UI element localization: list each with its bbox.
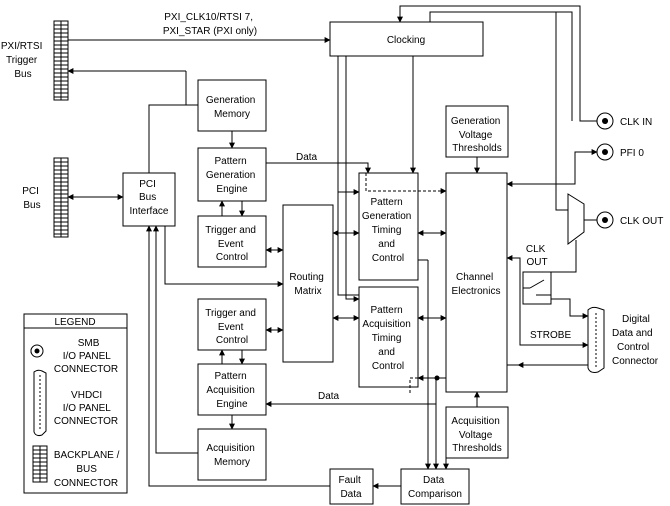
pfi0-smb-icon [596,143,614,161]
svg-text:Clocking: Clocking [387,35,425,46]
connection-wires [67,5,598,489]
svg-text:Pattern Acquisition: Pattern Acquisition Engine [206,371,257,410]
pci-bus-label: PCI Bus [22,186,41,211]
svg-text:Acquisition Memory: Acquisition Memory [206,443,257,468]
channel-electronics-block: Channel Electronics [445,172,508,393]
pfi0-label: PFI 0 [620,148,644,159]
pattern-acquisition-engine-block: Pattern Acquisition Engine [197,363,267,416]
clk-in-label: CLK IN [620,117,652,128]
trigger-bus-connector [53,20,69,101]
strobe-signal-label: STROBE [530,330,571,341]
clk-out-smb-icon [596,211,614,229]
svg-text:Generation Voltage: Generation Voltage Thresholds [451,116,503,154]
svg-text:SMB I/O PANEL CONN: SMB I/O PANEL CONNECTOR [54,338,118,375]
svg-text:Trigger and Event: Trigger and Event Control [205,308,259,346]
acquisition-voltage-thresholds-block: Acquisition Voltage Thresholds [445,406,509,459]
svg-text:Data Comparison: Data Comparison [408,475,462,500]
digital-connector-vhdci-icon [587,306,605,373]
pci-bus-interface-block: PCI Bus Interface [122,172,176,227]
routing-matrix-block: Routing Matrix [282,204,334,363]
svg-text:PCI Bus Interface: PCI Bus Interface [130,179,169,217]
svg-text:Pattern Generation: Pattern Generation Engine [206,156,258,195]
clk-out-buffer [567,193,585,245]
pattern-generation-engine-block: Pattern Generation Engine [197,147,267,202]
clk-out-select-block: CLK OUT [522,244,552,305]
legend-box: LEGEND SMB I/O PANEL CONNECTOR VHDCI I/O… [23,313,128,494]
legend-title: LEGEND [54,317,95,328]
data-comparison-block: Data Comparison [400,468,470,505]
data-acq-signal-label: Data [318,391,340,402]
svg-text:Channel Electronics: Channel Electronics [452,272,501,297]
svg-text:Trigger and Event: Trigger and Event Control [205,225,259,263]
digital-connector-label: Digital Data and Control Connector [612,314,659,367]
legend-smb-icon [30,344,44,358]
clocking-block: Clocking [329,21,484,57]
svg-text:Pattern Acquisition: Pattern Acquisition Timing and Control [362,305,413,372]
data-gen-signal-label: Data [296,152,318,163]
pattern-generation-timing-block: Pattern Generation Timing and Control [358,172,419,281]
generation-trigger-event-block: Trigger and Event Control [197,215,267,268]
clk-out-label: CLK OUT [620,216,663,227]
svg-text:BACKPLANE / BUS CO: BACKPLANE / BUS CONNECTOR [54,450,122,489]
clk10-signal-label: PXI_CLK10/RTSI 7, PXI_STAR (PXI only) [163,12,257,37]
generation-memory-block: Generation Memory [197,79,267,132]
acquisition-trigger-event-block: Trigger and Event Control [197,298,267,351]
svg-text:CLK OUT: CLK OUT [526,244,548,268]
pci-bus-connector [53,157,69,238]
pattern-acquisition-timing-block: Pattern Acquisition Timing and Control [358,286,419,388]
clk-in-smb-icon [596,112,614,130]
generation-voltage-thresholds-block: Generation Voltage Thresholds [445,105,509,158]
fault-data-block: Fault Data [329,468,374,505]
svg-text:VHDCI I/O PANEL CO: VHDCI I/O PANEL CONNECTOR [54,390,118,427]
svg-text:Acquisition Voltage: Acquisition Voltage Thresholds [451,416,502,454]
acquisition-memory-block: Acquisition Memory [197,428,267,481]
trigger-bus-label: PXI/RTSI Trigger Bus [1,41,45,80]
legend-backplane-icon [32,445,48,483]
svg-text:Pattern Generation: Pattern Generation Timing and Control [362,197,414,264]
legend-vhdci-icon [33,369,47,437]
svg-text:Fault Data: Fault Data [338,475,363,500]
svg-text:Routing Matrix: Routing Matrix [289,272,326,297]
svg-text:Generation Memory: Generation Memory [206,95,258,120]
